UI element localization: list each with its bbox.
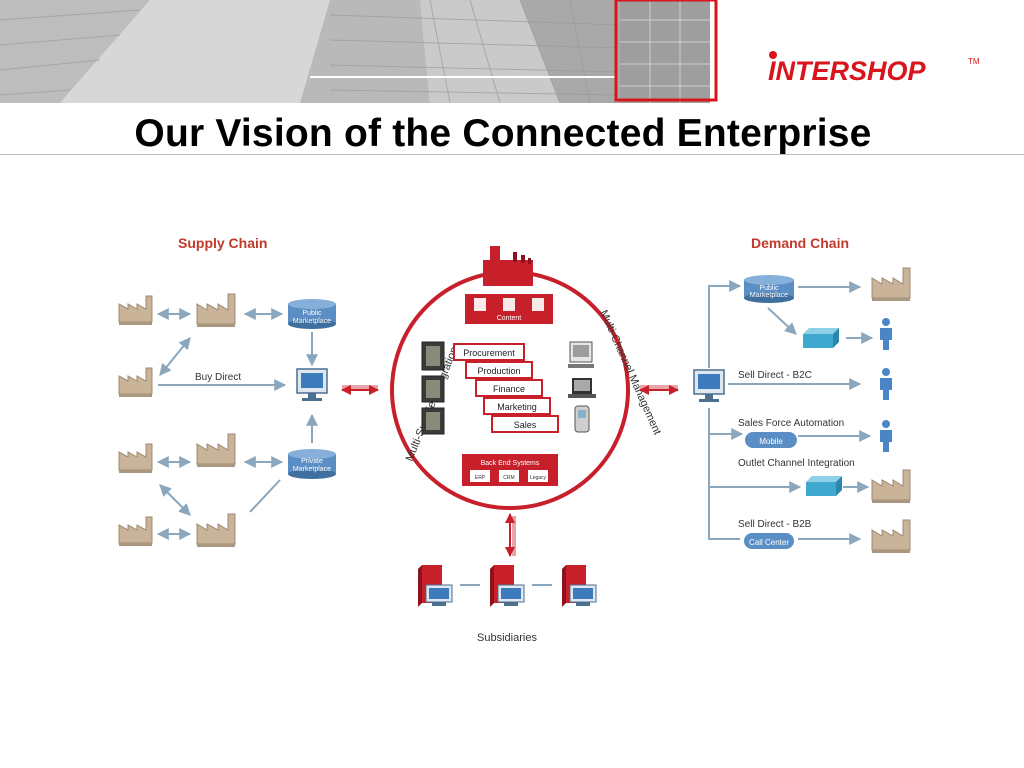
factory-icon <box>871 469 911 504</box>
private-marketplace-db: Private Marketplace <box>288 449 336 479</box>
buy-direct-label: Buy Direct <box>195 372 241 383</box>
factory-icon <box>871 519 911 554</box>
content-block: Content <box>465 294 553 324</box>
svg-text:Content: Content <box>497 315 522 322</box>
step-procurement: Procurement <box>463 348 515 358</box>
svg-text:Marketplace: Marketplace <box>750 292 788 299</box>
factory-icon <box>118 516 153 547</box>
svg-text:Call Center: Call Center <box>749 538 789 547</box>
mobile-pill: Mobile <box>745 432 797 448</box>
building-photo <box>0 0 1024 103</box>
factory-top-icon <box>483 246 533 286</box>
svg-text:Back End Systems: Back End Systems <box>481 460 540 467</box>
supply-arrows <box>156 308 318 540</box>
step-marketing: Marketing <box>497 402 537 412</box>
header-rule <box>0 154 1024 155</box>
call-center-pill: Call Center <box>744 533 794 549</box>
sell-direct-b2b-label: Sell Direct - B2B <box>738 519 812 530</box>
svg-text:Private: Private <box>301 458 323 465</box>
step-production: Production <box>477 366 520 376</box>
demand-public-marketplace-db: Public Marketplace <box>744 275 794 303</box>
factory-icon <box>118 443 153 474</box>
svg-text:Legacy: Legacy <box>530 475 547 481</box>
factory-icon <box>118 295 153 326</box>
intershop-logo: INTERSHOP TM <box>768 50 988 86</box>
factory-icon <box>118 367 153 398</box>
factory-icon <box>196 293 236 328</box>
svg-text:INTERSHOP: INTERSHOP <box>768 56 927 86</box>
red-frame <box>614 0 718 102</box>
step-finance: Finance <box>493 384 525 394</box>
sales-force-label: Sales Force Automation <box>738 418 844 429</box>
factory-icon <box>196 513 236 548</box>
subsidiary-server-icon <box>561 564 597 608</box>
svg-text:Marketplace: Marketplace <box>293 318 331 325</box>
right-red-arrow <box>639 385 679 395</box>
page-title: Our Vision of the Connected Enterprise <box>134 112 872 155</box>
sell-direct-b2c-label: Sell Direct - B2C <box>738 370 812 381</box>
channel-devices <box>568 341 596 433</box>
outlet-channel-label: Outlet Channel Integration <box>738 458 855 469</box>
header-banner: INTERSHOP TM <box>0 0 1024 103</box>
process-steps: Procurement Production Finance Marketing… <box>453 343 559 433</box>
store-box-icon <box>803 328 839 348</box>
public-marketplace-db: Public Marketplace <box>288 299 336 329</box>
svg-text:CRM: CRM <box>503 475 514 481</box>
svg-text:Public: Public <box>302 310 322 317</box>
svg-text:Marketplace: Marketplace <box>293 466 331 473</box>
factory-icon <box>196 433 236 468</box>
left-red-arrow <box>341 385 379 395</box>
computer-icon <box>693 369 725 403</box>
store-box-icon <box>806 476 842 496</box>
subsidiary-server-icon <box>417 564 453 608</box>
step-sales: Sales <box>514 420 537 430</box>
svg-text:TM: TM <box>968 57 980 66</box>
svg-text:ERP: ERP <box>475 475 486 481</box>
factory-icon <box>871 267 911 302</box>
back-end-systems: Back End Systems ERP CRM Legacy <box>462 454 558 486</box>
svg-text:Public: Public <box>759 285 779 292</box>
bottom-red-arrow <box>505 513 516 557</box>
person-icon <box>880 368 892 400</box>
demand-arrows <box>708 280 874 545</box>
subsidiary-server-icon <box>489 564 525 608</box>
subsidiaries-label: Subsidiaries <box>477 632 537 644</box>
person-icon <box>880 420 892 452</box>
svg-text:Mobile: Mobile <box>759 437 783 446</box>
demand-chain-label: Demand Chain <box>751 235 849 251</box>
person-icon <box>880 318 892 350</box>
supply-chain-label: Supply Chain <box>178 235 267 251</box>
supplier-devices <box>421 341 445 435</box>
computer-icon <box>296 368 328 402</box>
